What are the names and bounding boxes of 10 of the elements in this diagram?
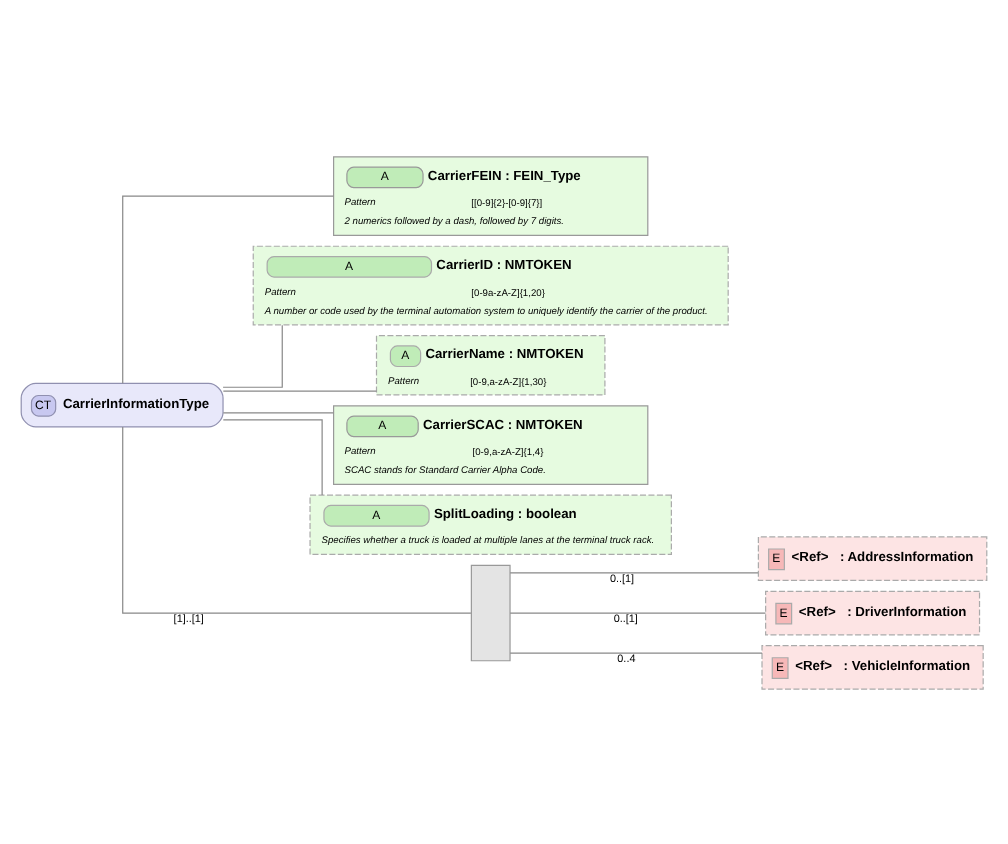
connector: [222, 411, 334, 413]
connector: [122, 194, 335, 383]
connector: [122, 425, 472, 613]
connector: [222, 389, 377, 391]
connector: [222, 418, 323, 495]
connector: [509, 651, 763, 653]
connector: [509, 611, 767, 613]
connector: [222, 323, 283, 387]
node-box: [470, 563, 511, 661]
connector: [509, 571, 759, 573]
